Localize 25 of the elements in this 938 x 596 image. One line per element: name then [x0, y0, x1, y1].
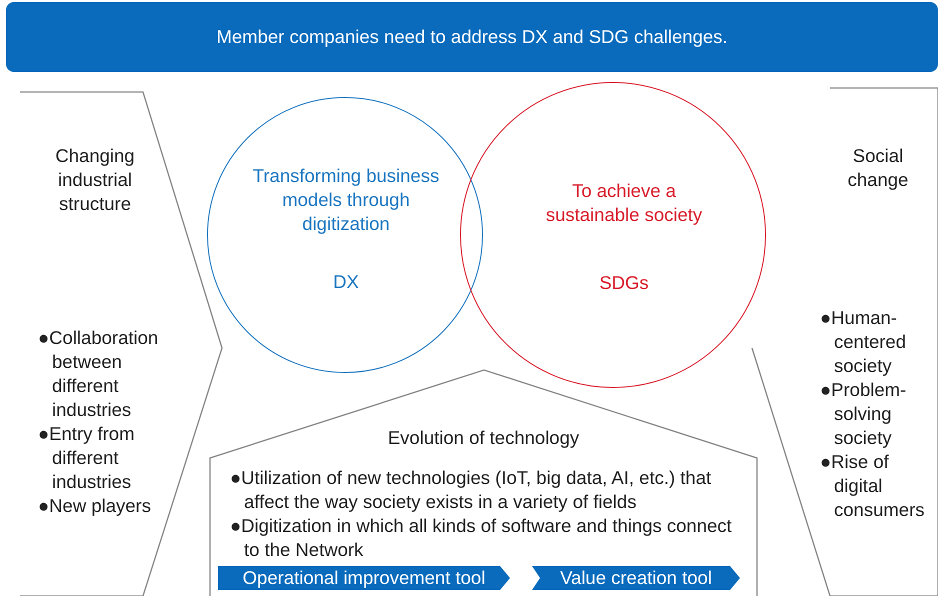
banner-text: Member companies need to address DX and SDG challenges. [216, 25, 728, 49]
term-label: DX [332, 270, 360, 294]
pentagon-panel [752, 88, 938, 596]
tool-label: Operational improvement tool [242, 567, 486, 589]
bullet-item: ●New players [38, 494, 152, 518]
heading: Transforming business models through digitization [252, 164, 440, 236]
bullet-item: ●Utilization of new technologies (IoT, big data, AI, etc.) that affect the way society exists in a variety of fields [230, 466, 712, 514]
tool-label: Value creation tool [560, 567, 712, 589]
bullet-item: ●Rise of digital consumers [820, 450, 926, 522]
tool-banner [218, 566, 510, 590]
bullet-item: ●Digitization in which all kinds of software and things connect to the Network [230, 514, 733, 562]
banner [6, 2, 938, 72]
tool-banner [532, 566, 740, 590]
term-label: SDGs [598, 271, 650, 295]
bullet-item: ●Human-centered society [820, 306, 907, 378]
pentagon-panel [20, 92, 222, 596]
heading: Social change [846, 144, 910, 192]
heading: Changing industrial structure [54, 144, 136, 216]
venn-circle [460, 82, 766, 388]
heading: Evolution of technology [386, 426, 580, 450]
bullet-item: ●Problem-solving society [820, 378, 908, 450]
bullet-item: ●Entry from different industries [38, 422, 136, 494]
heading: To achieve a sustainable society [544, 179, 704, 227]
venn-circle [207, 97, 483, 373]
bullet-item: ●Collaboration between different industries [38, 326, 160, 422]
